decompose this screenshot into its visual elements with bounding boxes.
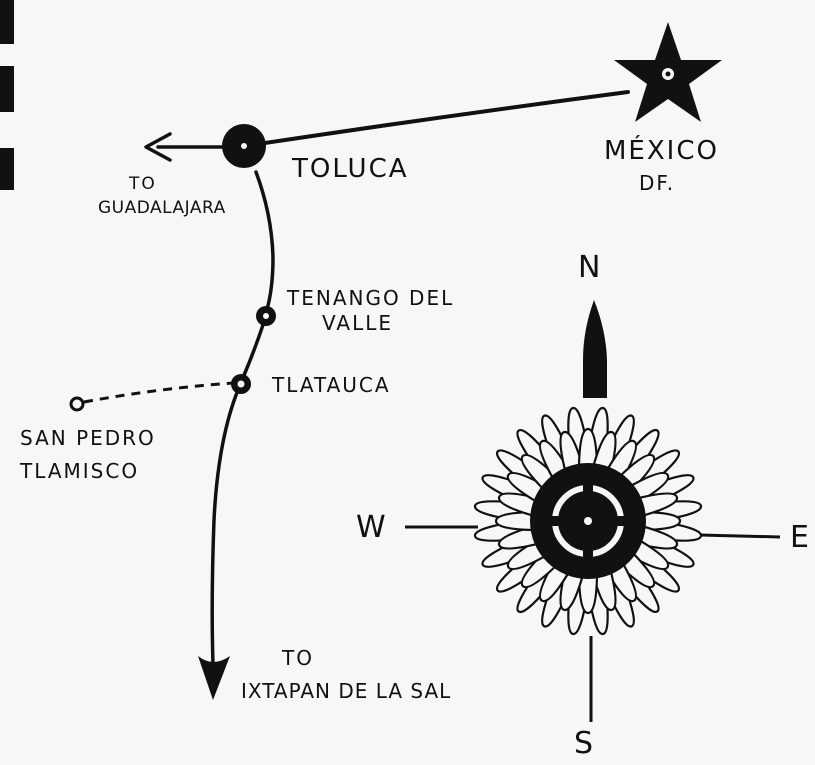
compass-petal bbox=[497, 492, 538, 517]
compass-north-label: N bbox=[578, 250, 603, 285]
edge-fragment bbox=[0, 148, 14, 190]
toluca-label: TOLUCA bbox=[292, 154, 409, 184]
compass-west-label: W bbox=[356, 510, 388, 545]
compass-petal bbox=[520, 453, 557, 490]
edge-fragment bbox=[0, 66, 14, 112]
compass-petal bbox=[619, 453, 656, 490]
mexico-df-label-line2: DF. bbox=[639, 171, 676, 195]
toluca-marker-hole bbox=[241, 143, 247, 149]
compass-petal bbox=[638, 492, 679, 517]
compass-petal bbox=[638, 525, 679, 550]
tlatauca-label: TLATAUCA bbox=[272, 373, 391, 397]
compass-north-needle bbox=[583, 300, 607, 398]
compass-petal bbox=[592, 571, 617, 612]
tenango-label-line1: TENANGO DEL bbox=[287, 286, 455, 310]
compass-petal bbox=[497, 525, 538, 550]
road-toluca-tenango bbox=[254, 170, 275, 315]
road-to-san-pedro bbox=[83, 381, 235, 404]
compass-petal bbox=[538, 563, 570, 603]
compass-east-line bbox=[699, 533, 781, 539]
road-toluca-mexico bbox=[243, 90, 630, 148]
tenango-label-line2: VALLE bbox=[322, 311, 394, 335]
tenango-marker-hole bbox=[263, 313, 269, 319]
ixtapan-label-line2: IXTAPAN DE LA SAL bbox=[241, 679, 452, 703]
capital-star-center-dot bbox=[665, 71, 671, 77]
guadalajara-label-line2: GUADALAJARA bbox=[98, 198, 226, 218]
compass-petal bbox=[506, 539, 546, 571]
road-to-ixtapan bbox=[210, 388, 240, 667]
compass-center bbox=[584, 517, 592, 525]
compass-petal bbox=[520, 552, 557, 589]
road-tenango-tlatauca bbox=[240, 320, 266, 382]
compass-petals bbox=[473, 406, 703, 636]
tlatauca-marker-hole bbox=[237, 380, 245, 388]
compass-petal bbox=[606, 439, 638, 479]
compass-rose bbox=[405, 300, 781, 722]
compass-east-label: E bbox=[790, 520, 811, 555]
compass-south-label: S bbox=[574, 726, 596, 761]
compass-petal bbox=[630, 471, 670, 503]
guadalajara-label-line1: TO bbox=[129, 174, 157, 194]
compass-petal bbox=[619, 552, 656, 589]
compass-petal bbox=[642, 510, 682, 532]
compass-petal bbox=[630, 539, 670, 571]
mexico-df-label-line1: MÉXICO bbox=[604, 136, 719, 166]
compass-petal bbox=[559, 430, 584, 471]
san-pedro-label-line2: TLAMISCO bbox=[20, 459, 140, 483]
arrow-ixtapan bbox=[198, 656, 230, 700]
arrow-guadalajara bbox=[144, 132, 172, 162]
compass-petal bbox=[577, 427, 599, 467]
edge-fragment bbox=[0, 0, 14, 44]
compass-petal bbox=[592, 430, 617, 471]
san-pedro-label-line1: SAN PEDRO bbox=[20, 426, 156, 450]
compass-petal bbox=[606, 563, 638, 603]
san-pedro-marker bbox=[69, 396, 85, 412]
compass-petal bbox=[559, 571, 584, 612]
compass-petal bbox=[538, 439, 570, 479]
compass-petal bbox=[506, 471, 546, 503]
ixtapan-label-line1: TO bbox=[282, 646, 314, 670]
compass-petal bbox=[577, 575, 599, 615]
compass-petal bbox=[494, 510, 534, 532]
